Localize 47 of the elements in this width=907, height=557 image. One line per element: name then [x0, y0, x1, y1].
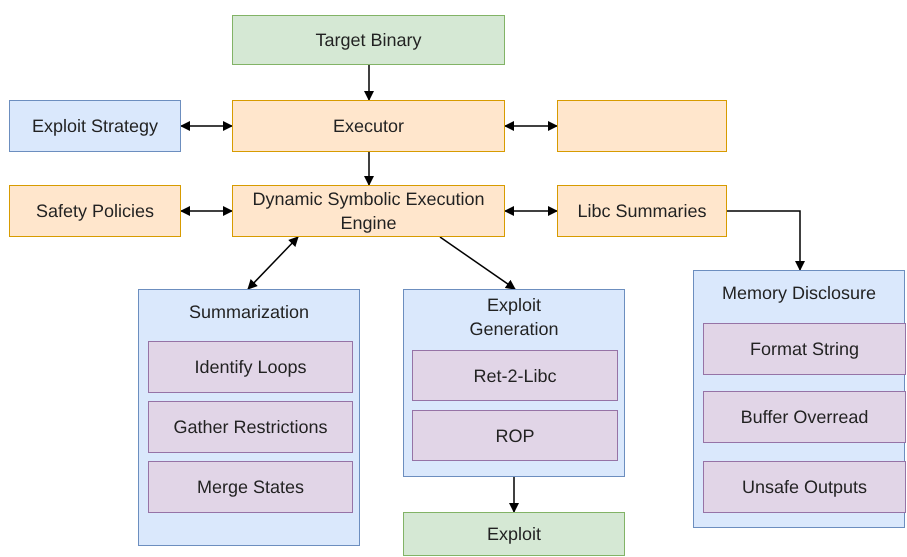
group-heading: Exploit Generation [468, 294, 560, 341]
process-box [403, 512, 625, 556]
process-box [703, 323, 906, 375]
process-box [148, 461, 353, 513]
node-label: Exploit Strategy [30, 115, 160, 138]
node-label: Target Binary [314, 29, 423, 52]
node-label: Dynamic Symbolic Execution Engine [251, 188, 486, 235]
arrow [504, 206, 558, 216]
group-panel [403, 289, 625, 477]
process-box [9, 185, 181, 237]
node-label: Ret-2-Libc [472, 364, 558, 388]
arrow [364, 65, 374, 101]
arrow [364, 152, 374, 186]
process-box [412, 410, 618, 461]
process-box [232, 100, 505, 152]
node-label: Libc Summaries [576, 200, 708, 223]
process-box [232, 185, 505, 237]
arrow [440, 236, 516, 290]
node-label: Unsafe Outputs [740, 476, 868, 499]
process-box [148, 401, 353, 453]
process-box [148, 341, 353, 393]
node-label: Exploit [486, 523, 542, 546]
node-label: Merge States [196, 476, 306, 499]
node-label: Buffer Overread [740, 406, 870, 429]
arrow [180, 121, 233, 131]
node-label: ROP [494, 424, 536, 448]
process-box [9, 100, 181, 152]
arrow [180, 206, 233, 216]
node-label: Identify Loops [193, 356, 308, 379]
process-box [232, 15, 505, 65]
node-label: Safety Policies [34, 200, 156, 223]
process-box [703, 391, 906, 443]
process-box [557, 100, 727, 152]
group-panel [693, 270, 905, 528]
group-heading: Summarization [188, 301, 310, 324]
process-box [557, 185, 727, 237]
node-label: Format String [748, 338, 860, 361]
node-label: Executor [332, 115, 406, 138]
process-box [412, 350, 618, 401]
node-label: Gather Restrictions [172, 416, 329, 439]
arrow [509, 477, 519, 513]
group-panel [138, 289, 360, 546]
group-heading: Memory Disclosure [722, 282, 876, 305]
arrow [504, 121, 558, 131]
process-box [703, 461, 906, 513]
arrow [727, 210, 805, 271]
arrow [247, 236, 299, 290]
